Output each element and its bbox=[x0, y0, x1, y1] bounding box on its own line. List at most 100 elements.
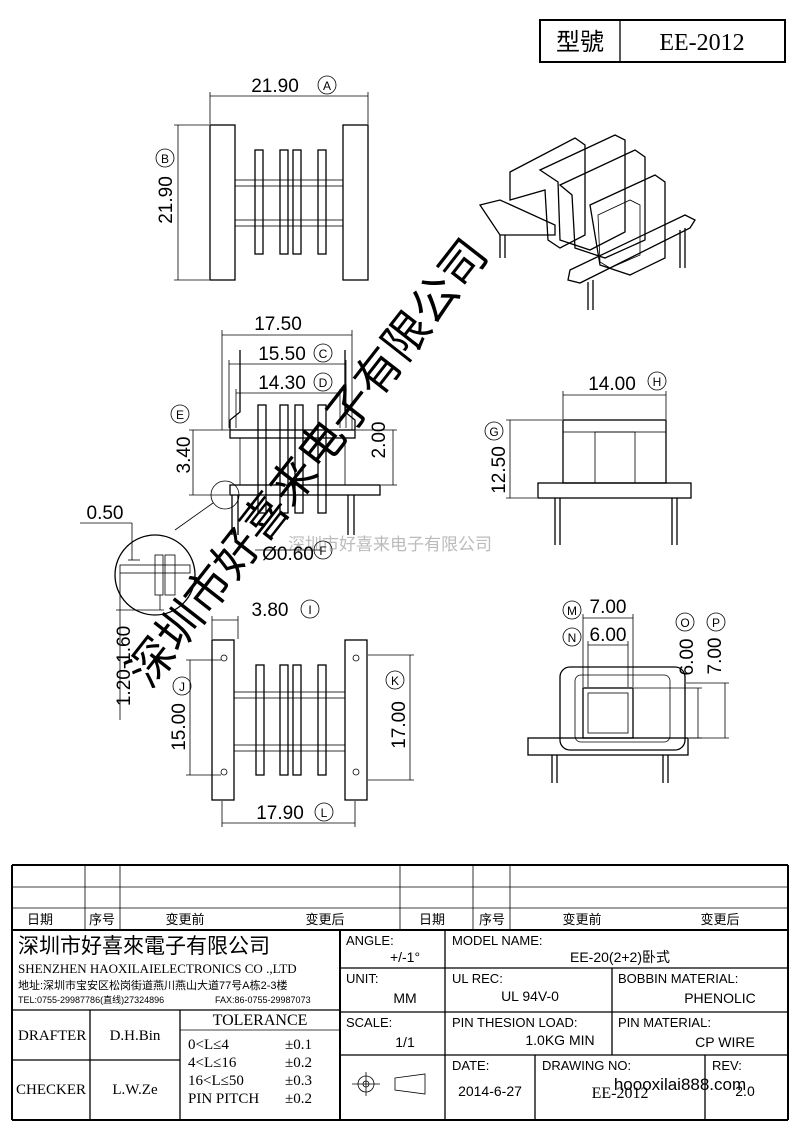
dim-e: 3.40 bbox=[174, 437, 195, 474]
tag-h: H bbox=[653, 375, 662, 389]
company-tel: TEL:0755-29987786(直线)27324896 bbox=[18, 994, 164, 1005]
tol-range-4: PIN PITCH bbox=[188, 1091, 259, 1107]
bobbin-label: BOBBIN MATERIAL: bbox=[618, 971, 738, 986]
rev-header-date-1: 日期 bbox=[27, 912, 53, 927]
pin-material-label: PIN MATERIAL: bbox=[618, 1015, 711, 1030]
end-view: 7.00 M 6.00 N 6.00 O 7.00 P bbox=[527, 597, 729, 783]
tag-g: G bbox=[489, 425, 498, 439]
dim-front-right: 2.00 bbox=[369, 422, 390, 459]
rev-value: 2.0 bbox=[735, 1083, 755, 1099]
tol-value-1: ±0.1 bbox=[285, 1037, 312, 1053]
tag-i: I bbox=[308, 603, 311, 617]
dim-n: 6.00 bbox=[590, 625, 627, 646]
tag-c: C bbox=[319, 347, 328, 361]
dim-f: Ø0.60 bbox=[262, 544, 314, 565]
company-address: 地址:深圳市宝安区松岗街道燕川燕山大道77号A栋2-3楼 bbox=[18, 978, 288, 992]
unit-label: UNIT: bbox=[346, 971, 379, 986]
dim-o: 6.00 bbox=[677, 639, 698, 676]
model-header-label: 型號 bbox=[556, 29, 604, 56]
isometric-view bbox=[478, 134, 696, 310]
revision-table: 日期 序号 变更前 变更后 日期 序号 变更前 变更后 bbox=[11, 864, 789, 1120]
title-block: 深圳市好喜來電子有限公司 SHENZHEN HAOXILAIELECTRONIC… bbox=[12, 930, 788, 1121]
date-value: 2014-6-27 bbox=[458, 1083, 522, 1099]
drafter-value: D.H.Bin bbox=[110, 1028, 161, 1044]
tol-range-3: 16<L≤50 bbox=[188, 1073, 244, 1089]
scale-label: SCALE: bbox=[346, 1015, 392, 1030]
unit-value: MM bbox=[393, 990, 416, 1006]
bobbin-value: PHENOLIC bbox=[684, 990, 756, 1006]
angle-label: ANGLE: bbox=[346, 933, 394, 948]
dim-g: 12.50 bbox=[489, 446, 510, 494]
pin-material-value: CP WIRE bbox=[695, 1034, 755, 1050]
dim-front-1: 17.50 bbox=[254, 314, 302, 335]
dim-c: 15.50 bbox=[258, 344, 306, 365]
dim-b: 21.90 bbox=[156, 176, 177, 224]
tag-f: F bbox=[319, 544, 326, 558]
tag-d: D bbox=[319, 376, 328, 390]
ul-label: UL REC: bbox=[452, 971, 503, 986]
rev-header-no-1: 序号 bbox=[89, 912, 115, 927]
projection-symbol-icon bbox=[352, 1072, 426, 1096]
tag-m: M bbox=[567, 604, 577, 618]
model-name-label: MODEL NAME: bbox=[452, 933, 543, 948]
dim-j: 15.00 bbox=[169, 703, 190, 751]
dim-p: 7.00 bbox=[705, 638, 726, 675]
tag-b: B bbox=[161, 152, 169, 166]
rev-header-before-2: 变更前 bbox=[562, 912, 601, 927]
drafter-label: DRAFTER bbox=[18, 1028, 86, 1044]
checker-value: L.W.Ze bbox=[112, 1082, 158, 1098]
company-name-en: SHENZHEN HAOXILAIELECTRONICS CO .,LTD bbox=[18, 961, 297, 976]
model-header: 型號 EE-2012 bbox=[539, 19, 786, 63]
tag-e: E bbox=[176, 408, 184, 422]
pin-load-label: PIN THESION LOAD: bbox=[452, 1015, 577, 1030]
rev-header-after-1: 变更后 bbox=[305, 912, 344, 927]
tag-a: A bbox=[323, 79, 331, 93]
tag-j: J bbox=[179, 680, 185, 694]
pin-load-value: 1.0KG MIN bbox=[525, 1032, 594, 1048]
company-fax: FAX:86-0755-29987073 bbox=[215, 995, 311, 1005]
company-name-cn: 深圳市好喜來電子有限公司 bbox=[18, 934, 270, 958]
front-view: 17.50 15.50 C 14.30 D 3.40 E 2.00 0.50 Ø… bbox=[80, 314, 397, 565]
tol-value-2: ±0.2 bbox=[285, 1055, 312, 1071]
side-view: 14.00 H 12.50 G bbox=[484, 371, 692, 545]
watermark-center: 深圳市好喜来电子有限公司 bbox=[288, 535, 492, 554]
drawing-no-value: EE-2012 bbox=[592, 1085, 649, 1102]
model-header-value: EE-2012 bbox=[659, 30, 744, 56]
angle-value: +/-1° bbox=[390, 949, 420, 965]
tol-range-1: 0<L≤4 bbox=[188, 1037, 229, 1053]
web-watermark: hoooxilai888.com bbox=[614, 1075, 746, 1094]
dim-m: 7.00 bbox=[590, 597, 627, 618]
tol-value-3: ±0.3 bbox=[285, 1073, 312, 1089]
dim-k: 17.00 bbox=[389, 701, 410, 749]
dim-h: 14.00 bbox=[588, 374, 636, 395]
bottom-view: 3.80 I 15.00 J 17.00 K 17.90 L bbox=[169, 599, 414, 827]
rev-label: REV: bbox=[712, 1058, 742, 1073]
tag-n: N bbox=[568, 631, 577, 645]
dim-l: 17.90 bbox=[256, 803, 304, 824]
rev-header-after-2: 变更后 bbox=[700, 912, 739, 927]
tolerance-title: TOLERANCE bbox=[213, 1012, 308, 1029]
tag-k: K bbox=[391, 674, 399, 688]
rev-header-before-1: 变更前 bbox=[165, 912, 204, 927]
scale-value: 1/1 bbox=[395, 1034, 415, 1050]
tag-o: O bbox=[680, 616, 689, 630]
pin-detail: 1.20-1.60 bbox=[114, 523, 196, 720]
tag-p: P bbox=[712, 616, 720, 630]
ul-value: UL 94V-0 bbox=[501, 988, 559, 1004]
dim-a: 21.90 bbox=[251, 76, 299, 97]
top-view: 21.90 A 21.90 B bbox=[155, 75, 369, 281]
dim-i: 3.80 bbox=[252, 600, 289, 621]
tol-value-4: ±0.2 bbox=[285, 1091, 312, 1107]
dim-d: 14.30 bbox=[258, 373, 306, 394]
dim-range: 1.20-1.60 bbox=[114, 626, 135, 706]
tag-l: L bbox=[321, 806, 328, 820]
tol-range-2: 4<L≤16 bbox=[188, 1055, 237, 1071]
rev-header-date-2: 日期 bbox=[419, 912, 445, 927]
drawing-no-label: DRAWING NO: bbox=[542, 1058, 631, 1073]
model-name-value: EE-20(2+2)卧式 bbox=[570, 949, 670, 965]
rev-header-no-2: 序号 bbox=[479, 912, 505, 927]
dim-pin: 0.50 bbox=[87, 503, 124, 524]
checker-label: CHECKER bbox=[16, 1082, 86, 1098]
date-label: DATE: bbox=[452, 1058, 489, 1073]
